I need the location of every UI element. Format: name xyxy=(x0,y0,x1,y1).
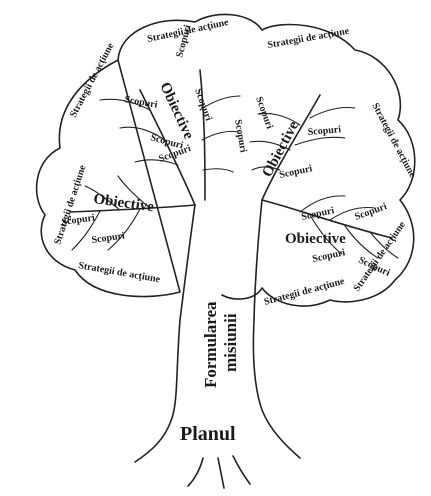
bough-upper-left xyxy=(139,89,196,206)
label-obiective-left: Obiective xyxy=(92,191,155,215)
twigs xyxy=(71,95,399,259)
trunk-right xyxy=(252,199,301,459)
label-scopuri-7: Scopuri xyxy=(232,119,249,154)
label-obiective-upper-left: Obiective xyxy=(156,80,196,142)
label-scopuri-1: Scopuri xyxy=(123,94,158,111)
label-scopuri-6: Scopuri xyxy=(253,95,275,130)
root-right xyxy=(232,455,251,485)
label-scopuri-14: Scopuri xyxy=(311,247,346,265)
label-scopuri-13: Scopuri xyxy=(353,201,388,223)
bough-right xyxy=(261,199,393,239)
trunk-left xyxy=(134,204,196,463)
crown-outline xyxy=(35,13,416,307)
label-strategii-bottom-left: Strategii de acţiune xyxy=(77,260,161,285)
label-misiunii: misiunii xyxy=(221,313,240,372)
label-scopuri-8: Scopuri xyxy=(307,124,341,138)
label-strategii-top-left: Strategii de acţiune xyxy=(68,41,117,120)
label-scopuri-10: Scopuri xyxy=(61,212,96,228)
label-formularea: Formularea xyxy=(201,301,220,388)
label-scopuri-9: Scopuri xyxy=(278,163,313,181)
label-scopuri-3: Scopuri xyxy=(192,87,214,122)
label-strategii-top-right: Strategii de acţiune xyxy=(267,26,351,51)
label-strategii-left: Strategii de acţiune xyxy=(52,163,88,246)
root-middle xyxy=(217,457,225,489)
bough-upper-right xyxy=(261,94,321,201)
label-strategii-bottom-center: Strategii de acţiune xyxy=(263,276,346,308)
label-scopuri-11: Scopuri xyxy=(91,230,126,246)
label-planul: Planul xyxy=(180,423,236,445)
label-obiective-right: Obiective xyxy=(285,231,346,247)
root-left xyxy=(187,457,204,487)
bough-left xyxy=(69,204,196,213)
